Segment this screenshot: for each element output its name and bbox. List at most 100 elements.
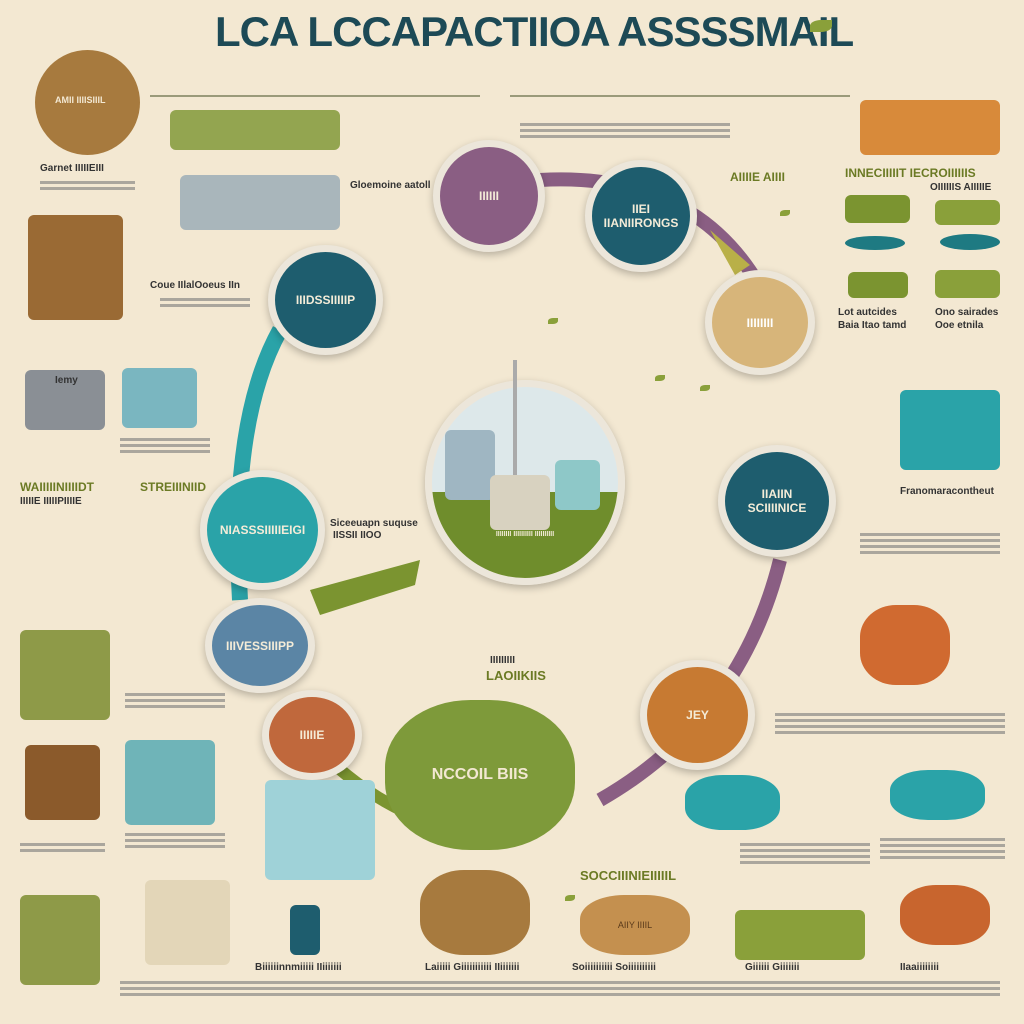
text-block — [740, 840, 870, 867]
vehicle-illustration — [900, 885, 990, 945]
circle-label: IIIVESSIIIPP — [225, 638, 295, 653]
circle-label: IIIIII — [478, 189, 499, 203]
leaf-icon — [655, 375, 665, 381]
circle-orange[interactable]: JEY — [640, 660, 755, 770]
factory-building-illustration — [490, 475, 550, 530]
caption: OIIIIIIS AIIIIIE — [930, 182, 992, 193]
animals-illustration — [170, 110, 340, 150]
circle-right-teal[interactable]: IIAIIN SCIIIINICE — [718, 445, 836, 557]
leaf-icon — [565, 895, 575, 901]
chimney-illustration — [513, 360, 517, 475]
bottom-caption: IIaaiiiiiiii — [900, 962, 939, 973]
caption: Ooe etnila — [935, 320, 984, 331]
text-block — [125, 830, 225, 851]
bottom-caption: Soiiiiiiiiii Soiiiiiiiiii — [572, 962, 656, 973]
caption: Garnet IIIIIEIII — [40, 163, 104, 174]
factory-tank-illustration — [555, 460, 600, 510]
banner-label: STREIIINIID — [140, 480, 207, 494]
machine-illustration — [122, 368, 197, 428]
fish-icon — [940, 234, 1000, 250]
text-block — [860, 530, 1000, 557]
raw-material-illustration — [35, 50, 140, 155]
fish-icon — [845, 236, 905, 250]
circle-label: IIIDSSIIIIIP — [295, 293, 356, 307]
circle-label: IIIIIE — [299, 728, 325, 742]
circle-label: JEY — [686, 708, 709, 722]
box-illustration — [25, 745, 100, 820]
people-illustration — [860, 100, 1000, 155]
bottom-caption: Laiiiii Giiiiiiiiiii IIiiiiiii — [425, 962, 520, 973]
bottle-illustration — [290, 905, 320, 955]
text-block — [40, 178, 135, 193]
leaf-icon — [548, 318, 558, 324]
caption: Iemy — [55, 375, 78, 386]
caption: IIIIIE IIIIIPIIIIE — [20, 496, 82, 507]
caption: Gloemoine aatoll — [350, 180, 431, 191]
raw-material-illustration — [420, 870, 530, 955]
section-label: SOCCIIINIEIIIIIL — [580, 868, 677, 883]
text-block — [20, 840, 105, 855]
bag-illustration — [145, 880, 230, 965]
circle-caption: IIIIIIII IIIIIIIIII IIIIIIIIII — [495, 531, 555, 538]
grass-illustration — [848, 272, 908, 298]
circle-top-left[interactable]: IIIDSSIIIIIP — [268, 245, 383, 355]
recycling-illustration — [125, 740, 215, 825]
circle-label: IIEI IIANIIRONGS — [603, 202, 679, 230]
circle-blue[interactable]: IIIVESSIIIPP — [205, 598, 315, 693]
containers-illustration — [735, 910, 865, 960]
blob-label: NCCOIL BIIS — [431, 766, 529, 783]
equipment-illustration — [900, 390, 1000, 470]
text-block — [880, 835, 1005, 862]
circle-label: IIAIIN SCIIIINICE — [747, 487, 807, 515]
fish-illustration — [860, 605, 950, 685]
recycling-illustration — [265, 780, 375, 880]
package-illustration — [28, 215, 123, 320]
circle-top-purple[interactable]: IIIIII — [433, 140, 545, 252]
divider — [150, 95, 480, 97]
leaf-icon — [810, 20, 832, 32]
circle-orange-red[interactable]: IIIIIE — [262, 690, 362, 780]
green-product-illustration: NCCOIL BIIS — [385, 700, 575, 850]
caption: Coue IIlalOoeus IIn — [150, 280, 241, 291]
text-block — [125, 690, 225, 711]
circle-tan[interactable]: IIIIIIII — [705, 270, 815, 375]
plant-illustration — [20, 895, 100, 985]
factory-illustration — [180, 175, 340, 230]
caption: IISSII IIOO — [333, 530, 382, 541]
bottom-caption: Biiiiiinnmiiiii IIiiiiiii — [255, 962, 342, 973]
grass-illustration — [935, 270, 1000, 298]
tree-illustration — [20, 630, 110, 720]
caption: Franomaracontheut — [900, 486, 994, 497]
text-block — [520, 120, 730, 141]
machine-illustration — [25, 370, 105, 430]
box-label: AMII IIIISIIIL — [55, 95, 106, 105]
dolphin-illustration — [890, 770, 985, 820]
banner-label: WAIIIIINIIIIDT — [20, 480, 94, 494]
caption: Ono sairades — [935, 307, 999, 318]
caption: Lot autcides — [838, 307, 897, 318]
leaf-icon — [700, 385, 710, 391]
bag-illustration: AIIY IIIIL — [580, 895, 690, 955]
factory-tank-illustration — [445, 430, 495, 500]
circle-left-teal[interactable]: NIASSSIIIIIEIGI — [200, 470, 325, 590]
circle-label: NIASSSIIIIIEIGI — [219, 523, 306, 537]
text-block — [775, 710, 1005, 737]
dolphin-illustration — [685, 775, 780, 830]
divider — [510, 95, 850, 97]
leaf-icon — [780, 210, 790, 216]
page-title: LCA LCCAPACTIIOA ASSSSMAIL — [215, 8, 854, 55]
caption: IIIIIIIII — [490, 655, 516, 666]
circle-top-teal[interactable]: IIEI IIANIIRONGS — [585, 160, 697, 272]
text-block — [120, 435, 210, 456]
section-label: LAOIIKIIS — [486, 668, 546, 683]
grass-illustration — [935, 200, 1000, 225]
bottom-caption: Giiiiii Giiiiiii — [745, 962, 800, 973]
text-block — [160, 295, 250, 310]
section-label: AIIIIE AIIII — [730, 170, 785, 184]
section-label: INNECIIIIIT IECROIIIIIIS — [845, 166, 976, 180]
text-block — [120, 978, 1000, 999]
chart-illustration — [845, 195, 910, 223]
bag-label: AIIY IIIIL — [617, 920, 653, 930]
circle-label: IIIIIIII — [746, 315, 774, 330]
caption: Baia Itao tamd — [838, 320, 907, 331]
